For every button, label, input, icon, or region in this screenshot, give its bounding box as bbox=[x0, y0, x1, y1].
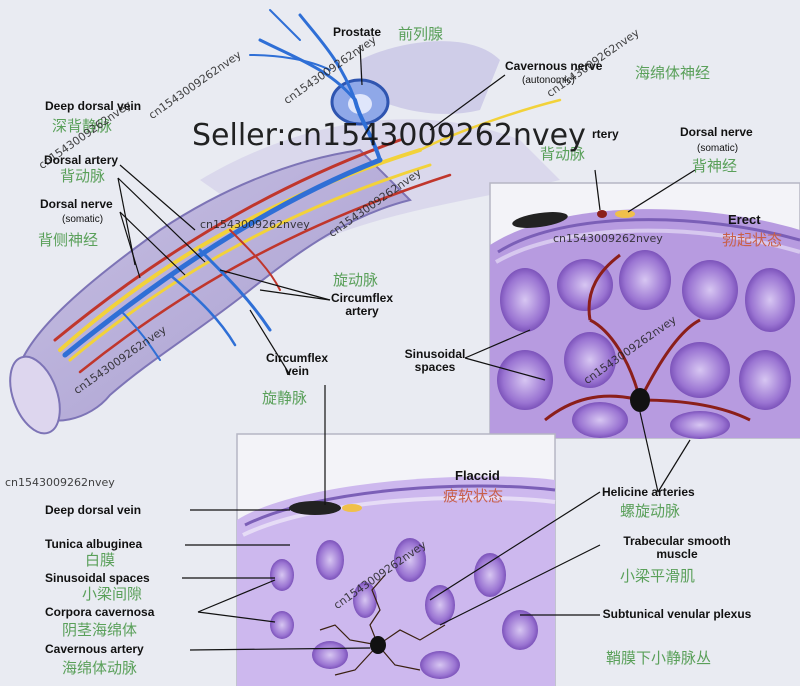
watermark-id: cn1543009262nvey bbox=[5, 476, 115, 489]
label-circumflex-artery: Circumflex artery bbox=[322, 292, 402, 318]
label-cavernous-artery-zh: 海绵体动脉 bbox=[62, 660, 137, 676]
label-cavernous-artery: Cavernous artery bbox=[45, 643, 144, 656]
label-trabecular-smooth-muscle: Trabecular smooth muscle bbox=[602, 535, 752, 561]
flaccid-title: Flaccid bbox=[455, 468, 500, 483]
label-tunica-albuginea: Tunica albuginea bbox=[45, 538, 142, 551]
flaccid-title-zh: 疲软状态 bbox=[443, 488, 503, 504]
label-sinusoidal-spaces-zh: 小梁间隙 bbox=[82, 586, 142, 602]
label-tunica-albuginea-zh: 白膜 bbox=[85, 552, 115, 568]
label-sinusoidal-spaces: Sinusoidal spaces bbox=[45, 572, 150, 585]
label-cavernous-nerve-zh: 海绵体神经 bbox=[635, 65, 710, 81]
label-helicine-arteries-zh: 螺旋动脉 bbox=[620, 503, 680, 519]
erect-title: Erect bbox=[728, 212, 761, 227]
watermark-id: cn1543009262nvey bbox=[553, 232, 663, 245]
watermark-seller: Seller:cn1543009262nvey bbox=[192, 118, 586, 153]
label-flaccid-deep-dorsal-vein: Deep dorsal vein bbox=[45, 504, 141, 517]
erect-title-zh: 勃起状态 bbox=[722, 232, 782, 248]
label-prostate-zh: 前列腺 bbox=[398, 26, 443, 42]
label-subtunical-venular-plexus-zh: 鞘膜下小静脉丛 bbox=[606, 650, 711, 666]
label-dorsal-nerve-right: Dorsal nerve bbox=[680, 126, 753, 139]
label-corpora-cavernosa: Corpora cavernosa bbox=[45, 606, 154, 619]
label-dorsal-artery-zh: 背动脉 bbox=[60, 168, 105, 184]
label-circumflex-vein-zh: 旋静脉 bbox=[262, 390, 307, 406]
label-sinusoidal-spaces-right: Sinusoidal spaces bbox=[400, 348, 470, 374]
label-circumflex-artery-zh: 旋动脉 bbox=[333, 272, 378, 288]
label-dorsal-nerve-zh: 背侧神经 bbox=[38, 232, 98, 248]
label-trabecular-smooth-muscle-zh: 小梁平滑肌 bbox=[620, 568, 695, 584]
label-dorsal-nerve: Dorsal nerve bbox=[40, 198, 113, 211]
label-corpora-cavernosa-zh: 阴茎海绵体 bbox=[62, 622, 137, 638]
label-dorsal-nerve-right-sub: (somatic) bbox=[697, 142, 738, 155]
label-dorsal-nerve-right-zh: 背神经 bbox=[692, 158, 737, 174]
label-helicine-arteries: Helicine arteries bbox=[602, 486, 695, 499]
watermark-id: cn1543009262nvey bbox=[200, 218, 310, 231]
label-artery-partial: rtery bbox=[592, 128, 619, 141]
label-subtunical-venular-plexus: Subtunical venular plexus bbox=[602, 608, 752, 621]
label-dorsal-nerve-sub: (somatic) bbox=[62, 213, 103, 226]
label-circumflex-vein: Circumflex vein bbox=[262, 352, 332, 378]
